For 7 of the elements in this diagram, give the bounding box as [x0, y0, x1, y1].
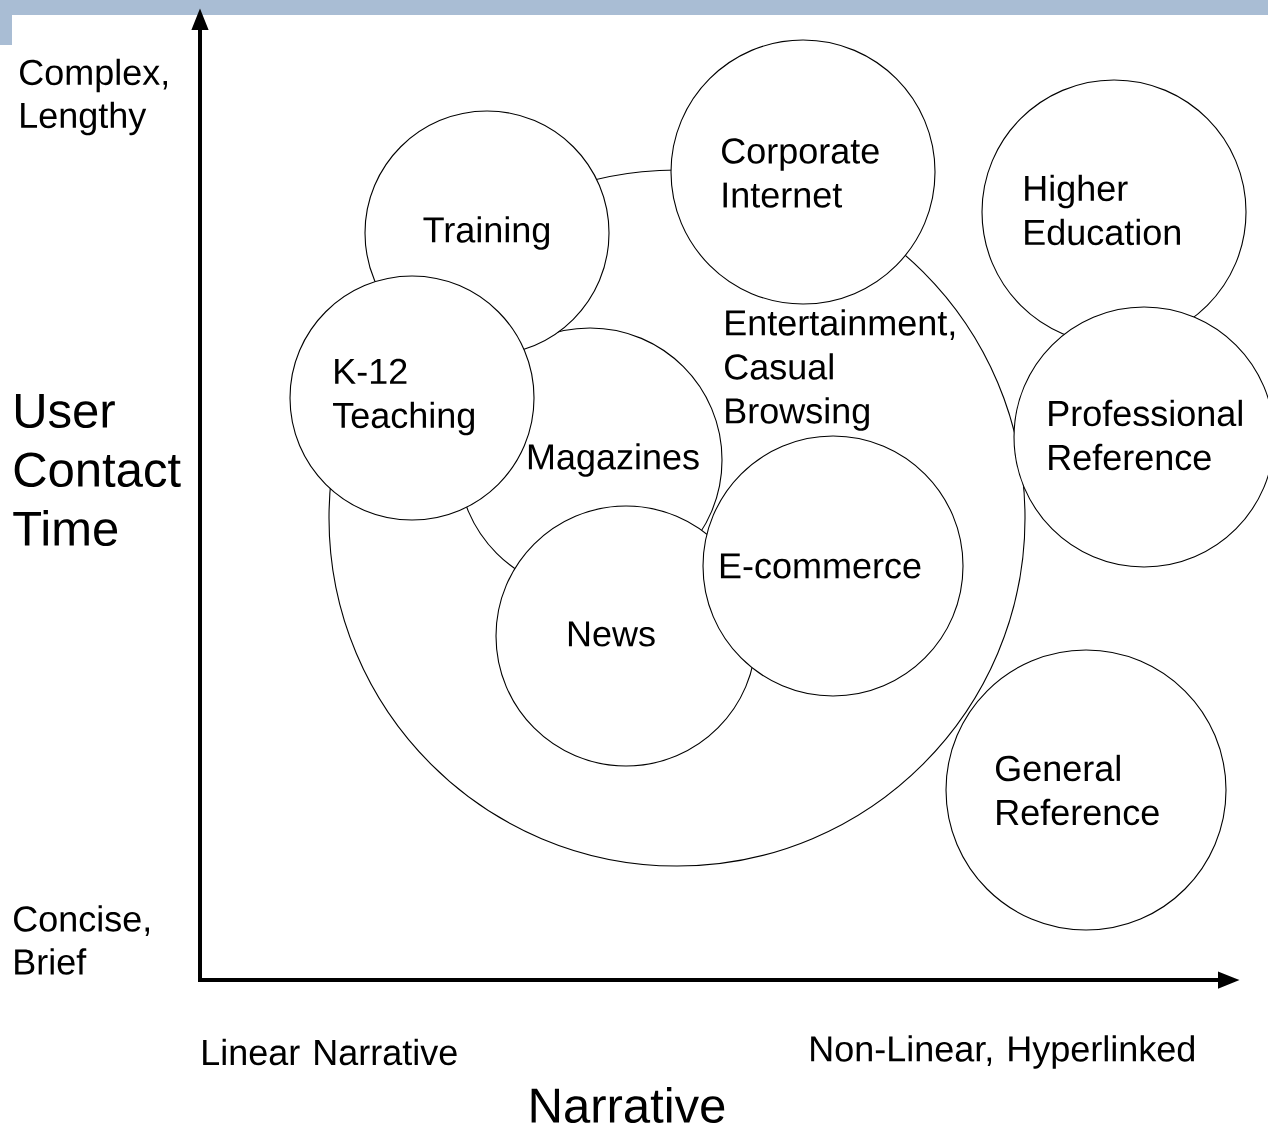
- axis-label: Linear Narrative: [203, 1038, 457, 1066]
- axis-label: Narrative: [531, 1087, 725, 1123]
- axis-label: Non-Linear, Hyperlinked: [811, 1035, 1194, 1069]
- axis-label: Concise, Brief: [14, 905, 149, 975]
- node-label: Professional Reference: [1049, 399, 1242, 471]
- axis-label: User Contact Time: [13, 393, 181, 547]
- axis-label: Complex, Lengthy: [20, 58, 167, 136]
